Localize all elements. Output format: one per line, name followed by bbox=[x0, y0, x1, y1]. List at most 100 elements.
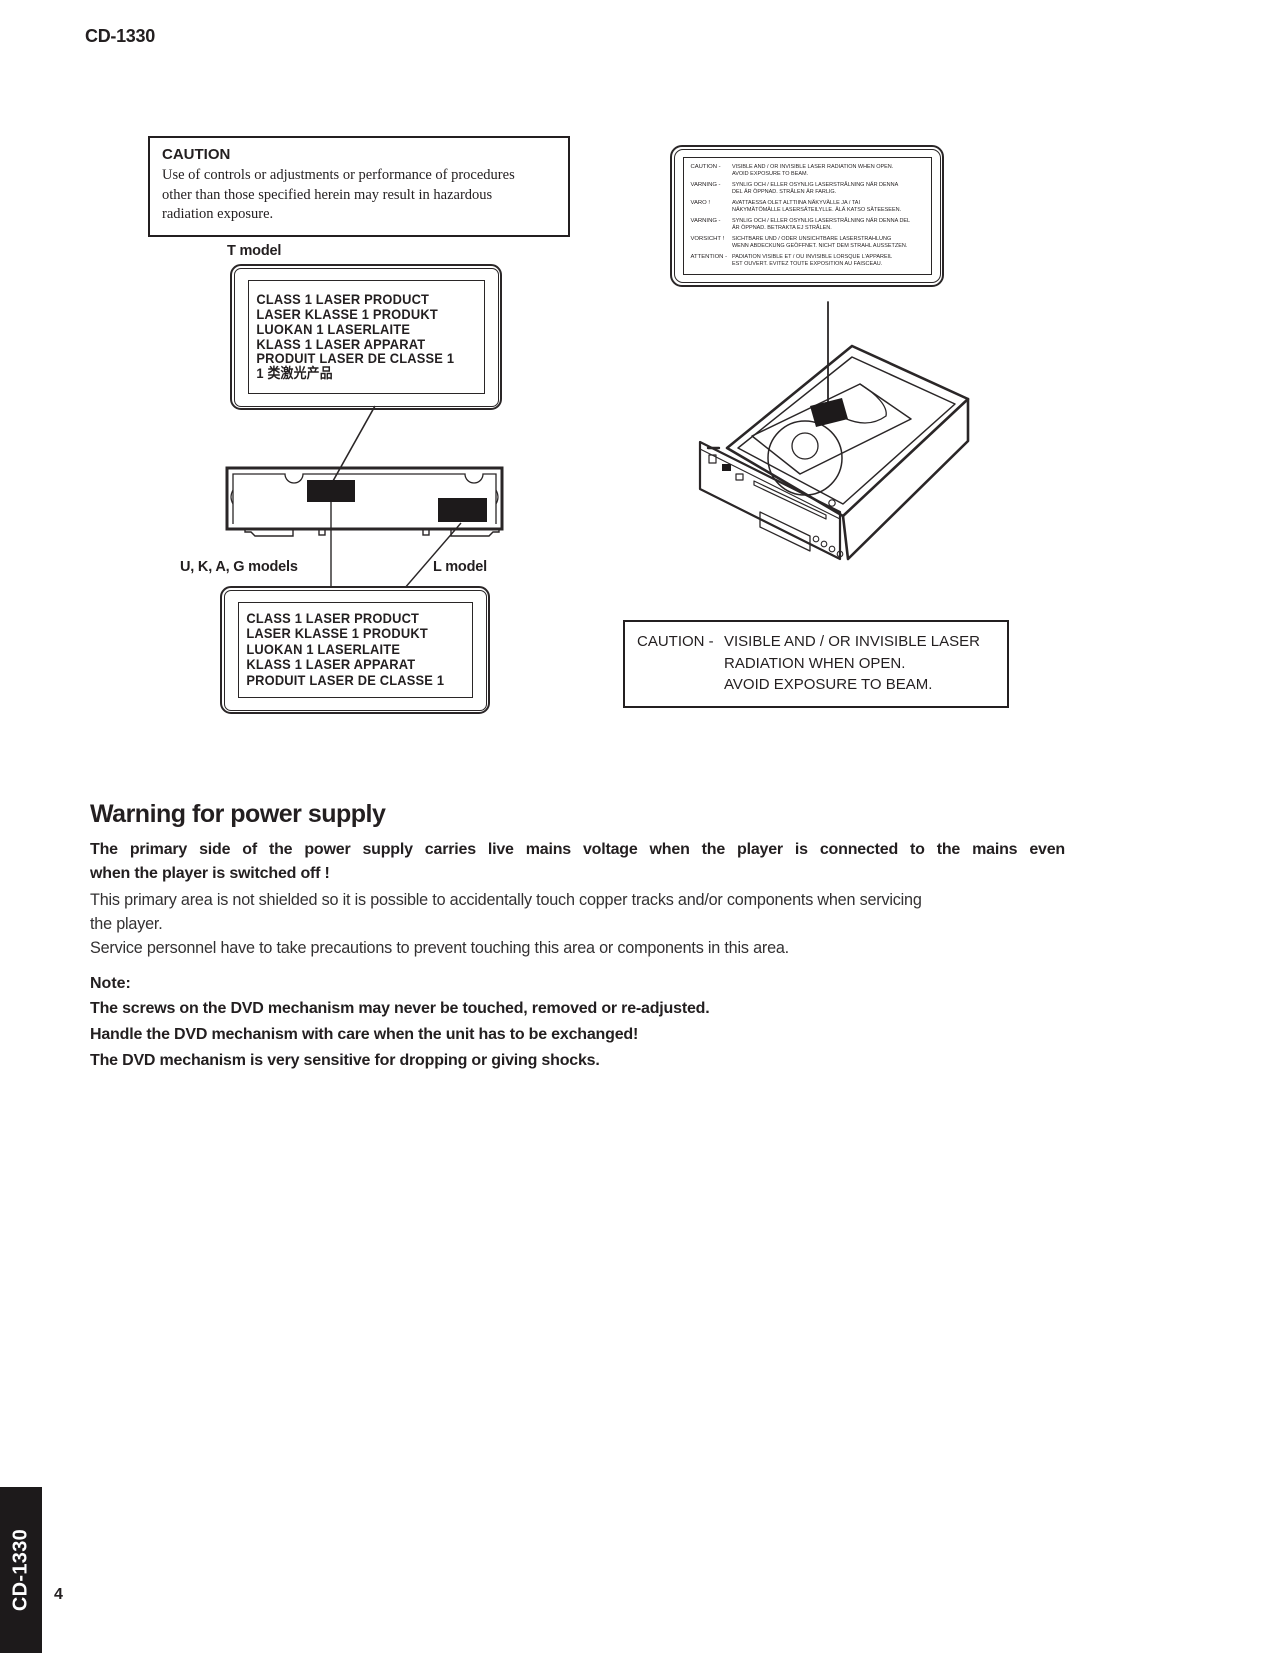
rear-chassis-inner-contour bbox=[232, 473, 497, 524]
slot-indicator bbox=[828, 499, 836, 507]
label-line: AVATTAESSA OLET ALTTIINA NÄKYVÄLLE JA / … bbox=[731, 199, 860, 206]
front-button bbox=[735, 473, 744, 481]
warning-bold-line: when the player is switched off ! bbox=[90, 865, 330, 882]
ukag-l-laser-label: CLASS 1 LASER PRODUCT LASER KLASSE 1 PRO… bbox=[220, 586, 490, 714]
sticker-internal bbox=[810, 398, 848, 427]
label-line: SYNLIG OCH / ELLER OSYNLIG LASERSTRÅLNIN… bbox=[731, 217, 910, 224]
transport-button bbox=[812, 535, 820, 543]
chassis-side-wall bbox=[841, 397, 970, 561]
caution-title: CAUTION bbox=[162, 146, 231, 163]
label-entry-lines: VISIBLE AND / OR INVISIBLE LASER RADIATI… bbox=[732, 164, 893, 179]
label-line: LUOKAN 1 LASERLAITE bbox=[245, 640, 400, 657]
label-line: CLASS 1 LASER PRODUCT bbox=[255, 291, 429, 308]
sticker-l bbox=[438, 498, 487, 522]
label-entry: VORSICHT ! SICHTBARE UND / ODER UNSICHTB… bbox=[691, 236, 926, 251]
label-term: CAUTION - bbox=[690, 163, 721, 170]
label-text-frame: CLASS 1 LASER PRODUCT LASER KLASSE 1 PRO… bbox=[237, 601, 473, 698]
label-line: CLASS 1 LASER PRODUCT bbox=[245, 609, 419, 626]
transport-button bbox=[836, 550, 844, 558]
caution-body-line: other than those specified herein may re… bbox=[162, 186, 493, 203]
rear-chassis-outline bbox=[225, 466, 504, 531]
side-detail-right bbox=[495, 489, 499, 505]
label-entry: VARNING - SYNLIG OCH / ELLER OSYNLIG LAS… bbox=[691, 182, 926, 197]
label-line: PRODUIT LASER DE CLASSE 1 bbox=[245, 671, 444, 688]
display-window bbox=[759, 511, 811, 552]
caption-t-model: T model bbox=[227, 243, 282, 259]
label-line: DEL ÄR ÖPPNAD. STRÅLEN ÄR FARLIG. bbox=[731, 188, 836, 195]
label-term: VARNING - bbox=[690, 181, 721, 188]
caution-term: CAUTION - bbox=[637, 633, 714, 650]
note-line: Handle the DVD mechanism with care when … bbox=[90, 1026, 639, 1043]
label-entry-lines: SYNLIG OCH / ELLER OSYNLIG LASERSTRÅLNIN… bbox=[732, 182, 898, 197]
caution-lines: VISIBLE AND / OR INVISIBLE LASER RADIATI… bbox=[724, 631, 980, 696]
label-entry-lines: SYNLIG OCH / ELLER OSYNLIG LASERSTRÅLNIN… bbox=[732, 218, 910, 233]
label-line: 1 类激光产品 bbox=[255, 365, 333, 382]
label-line: WENN ABDECKUNG GEÖFFNET. NICHT DEM STRAH… bbox=[731, 242, 907, 249]
footer-model-bar: CD-1330 bbox=[0, 1487, 42, 1653]
label-line: EST OUVERT. EVITEZ TOUTE EXPOSITION AU F… bbox=[731, 260, 882, 267]
caption-ukag-models: U, K, A, G models bbox=[180, 559, 298, 575]
label-line: ÄR ÖPPNAD. BETRAKTA EJ STRÅLEN. bbox=[731, 224, 832, 231]
caution-body-line: radiation exposure. bbox=[162, 206, 274, 223]
label-entry: VARNING - SYNLIG OCH / ELLER OSYNLIG LAS… bbox=[691, 218, 926, 233]
caution-right-box: CAUTION - VISIBLE AND / OR INVISIBLE LAS… bbox=[623, 620, 1009, 708]
tab-right bbox=[422, 528, 430, 536]
label-line: LASER KLASSE 1 PRODUKT bbox=[255, 305, 438, 322]
label-text-frame: CLASS 1 LASER PRODUCT LASER KLASSE 1 PRO… bbox=[247, 279, 485, 394]
label-line: AVOID EXPOSURE TO BEAM. bbox=[731, 170, 808, 177]
label-line: KLASS 1 LASER APPARAT bbox=[255, 335, 425, 352]
label-entry-lines: SICHTBARE UND / ODER UNSICHTBARE LASERST… bbox=[732, 236, 907, 251]
label-inner-border: CLASS 1 LASER PRODUCT LASER KLASSE 1 PRO… bbox=[223, 589, 487, 711]
caution-text-box: CAUTION Use of controls or adjustments o… bbox=[148, 136, 570, 237]
label-term: ATTENTION - bbox=[690, 253, 728, 260]
label-entry-lines: AVATTAESSA OLET ALTTIINA NÄKYVÄLLE JA / … bbox=[732, 200, 901, 215]
label-line: LASER KLASSE 1 PRODUKT bbox=[245, 625, 428, 642]
label-entry: VARO ! AVATTAESSA OLET ALTTIINA NÄKYVÄLL… bbox=[691, 200, 926, 215]
laser-label-text: CLASS 1 LASER PRODUCT LASER KLASSE 1 PRO… bbox=[239, 607, 452, 692]
foot-left bbox=[244, 528, 294, 537]
chassis-rim-inner bbox=[737, 356, 956, 505]
label-line: KLASS 1 LASER APPARAT bbox=[245, 656, 415, 673]
label-entry: ATTENTION - PADIATION VISIBLE ET / OU IN… bbox=[691, 254, 926, 269]
warning-section: Warning for power supply The primary sid… bbox=[90, 800, 1065, 1074]
label-line: SYNLIG OCH / ELLER OSYNLIG LASERSTRÅLNIN… bbox=[731, 181, 898, 188]
multilanguage-laser-label: CAUTION - VISIBLE AND / OR INVISIBLE LAS… bbox=[670, 145, 944, 287]
note-line: The screws on the DVD mechanism may neve… bbox=[90, 1000, 710, 1017]
power-button bbox=[708, 454, 717, 464]
disc-slot bbox=[753, 480, 827, 520]
label-term: VORSICHT ! bbox=[690, 235, 725, 242]
label-line: VISIBLE AND / OR INVISIBLE LASER RADIATI… bbox=[731, 163, 893, 170]
label-line: LUOKAN 1 LASERLAITE bbox=[255, 320, 410, 337]
faceplate-top-groove bbox=[699, 448, 841, 520]
note-line: The DVD mechanism is very sensitive for … bbox=[90, 1052, 600, 1069]
warning-heading: Warning for power supply bbox=[90, 800, 386, 828]
foot-right bbox=[450, 528, 500, 537]
label-entry: CAUTION - VISIBLE AND / OR INVISIBLE LAS… bbox=[691, 164, 926, 179]
caption-l-model: L model bbox=[433, 559, 487, 575]
label-inner-border: CLASS 1 LASER PRODUCT LASER KLASSE 1 PRO… bbox=[233, 267, 499, 407]
eject-button bbox=[722, 464, 731, 471]
disc-hub bbox=[791, 432, 819, 460]
tab-left bbox=[318, 528, 326, 536]
caution-line: AVOID EXPOSURE TO BEAM. bbox=[724, 676, 933, 693]
t-model-laser-label: CLASS 1 LASER PRODUCT LASER KLASSE 1 PRO… bbox=[230, 264, 502, 410]
label-line: NÄKYMÄTÖMÄLLE LASERSÄTEILYLLE. ÄLÄ KATSO… bbox=[731, 206, 901, 213]
footer-model-text: CD-1330 bbox=[9, 1528, 32, 1612]
side-detail-left bbox=[230, 489, 234, 505]
pointer-line-t-label bbox=[332, 405, 376, 482]
laser-label-text: CLASS 1 LASER PRODUCT LASER KLASSE 1 PRO… bbox=[249, 288, 462, 385]
label-text-frame: CAUTION - VISIBLE AND / OR INVISIBLE LAS… bbox=[682, 156, 932, 276]
mech-plate bbox=[751, 383, 912, 475]
player-isometric-diagram bbox=[698, 301, 970, 561]
note-label: Note: bbox=[90, 975, 131, 992]
warning-bold-line: The primary side of the power supply car… bbox=[90, 841, 1065, 858]
label-term: VARNING - bbox=[690, 217, 721, 224]
transport-button bbox=[828, 545, 836, 553]
label-term: VARO ! bbox=[690, 199, 711, 206]
warning-paragraph-line: the player. bbox=[90, 915, 163, 933]
transport-button bbox=[820, 540, 828, 548]
warning-paragraph-line: This primary area is not shielded so it … bbox=[90, 891, 922, 909]
mech-cutout bbox=[843, 383, 887, 424]
warning-paragraph-line: Service personnel have to take precautio… bbox=[90, 939, 789, 957]
